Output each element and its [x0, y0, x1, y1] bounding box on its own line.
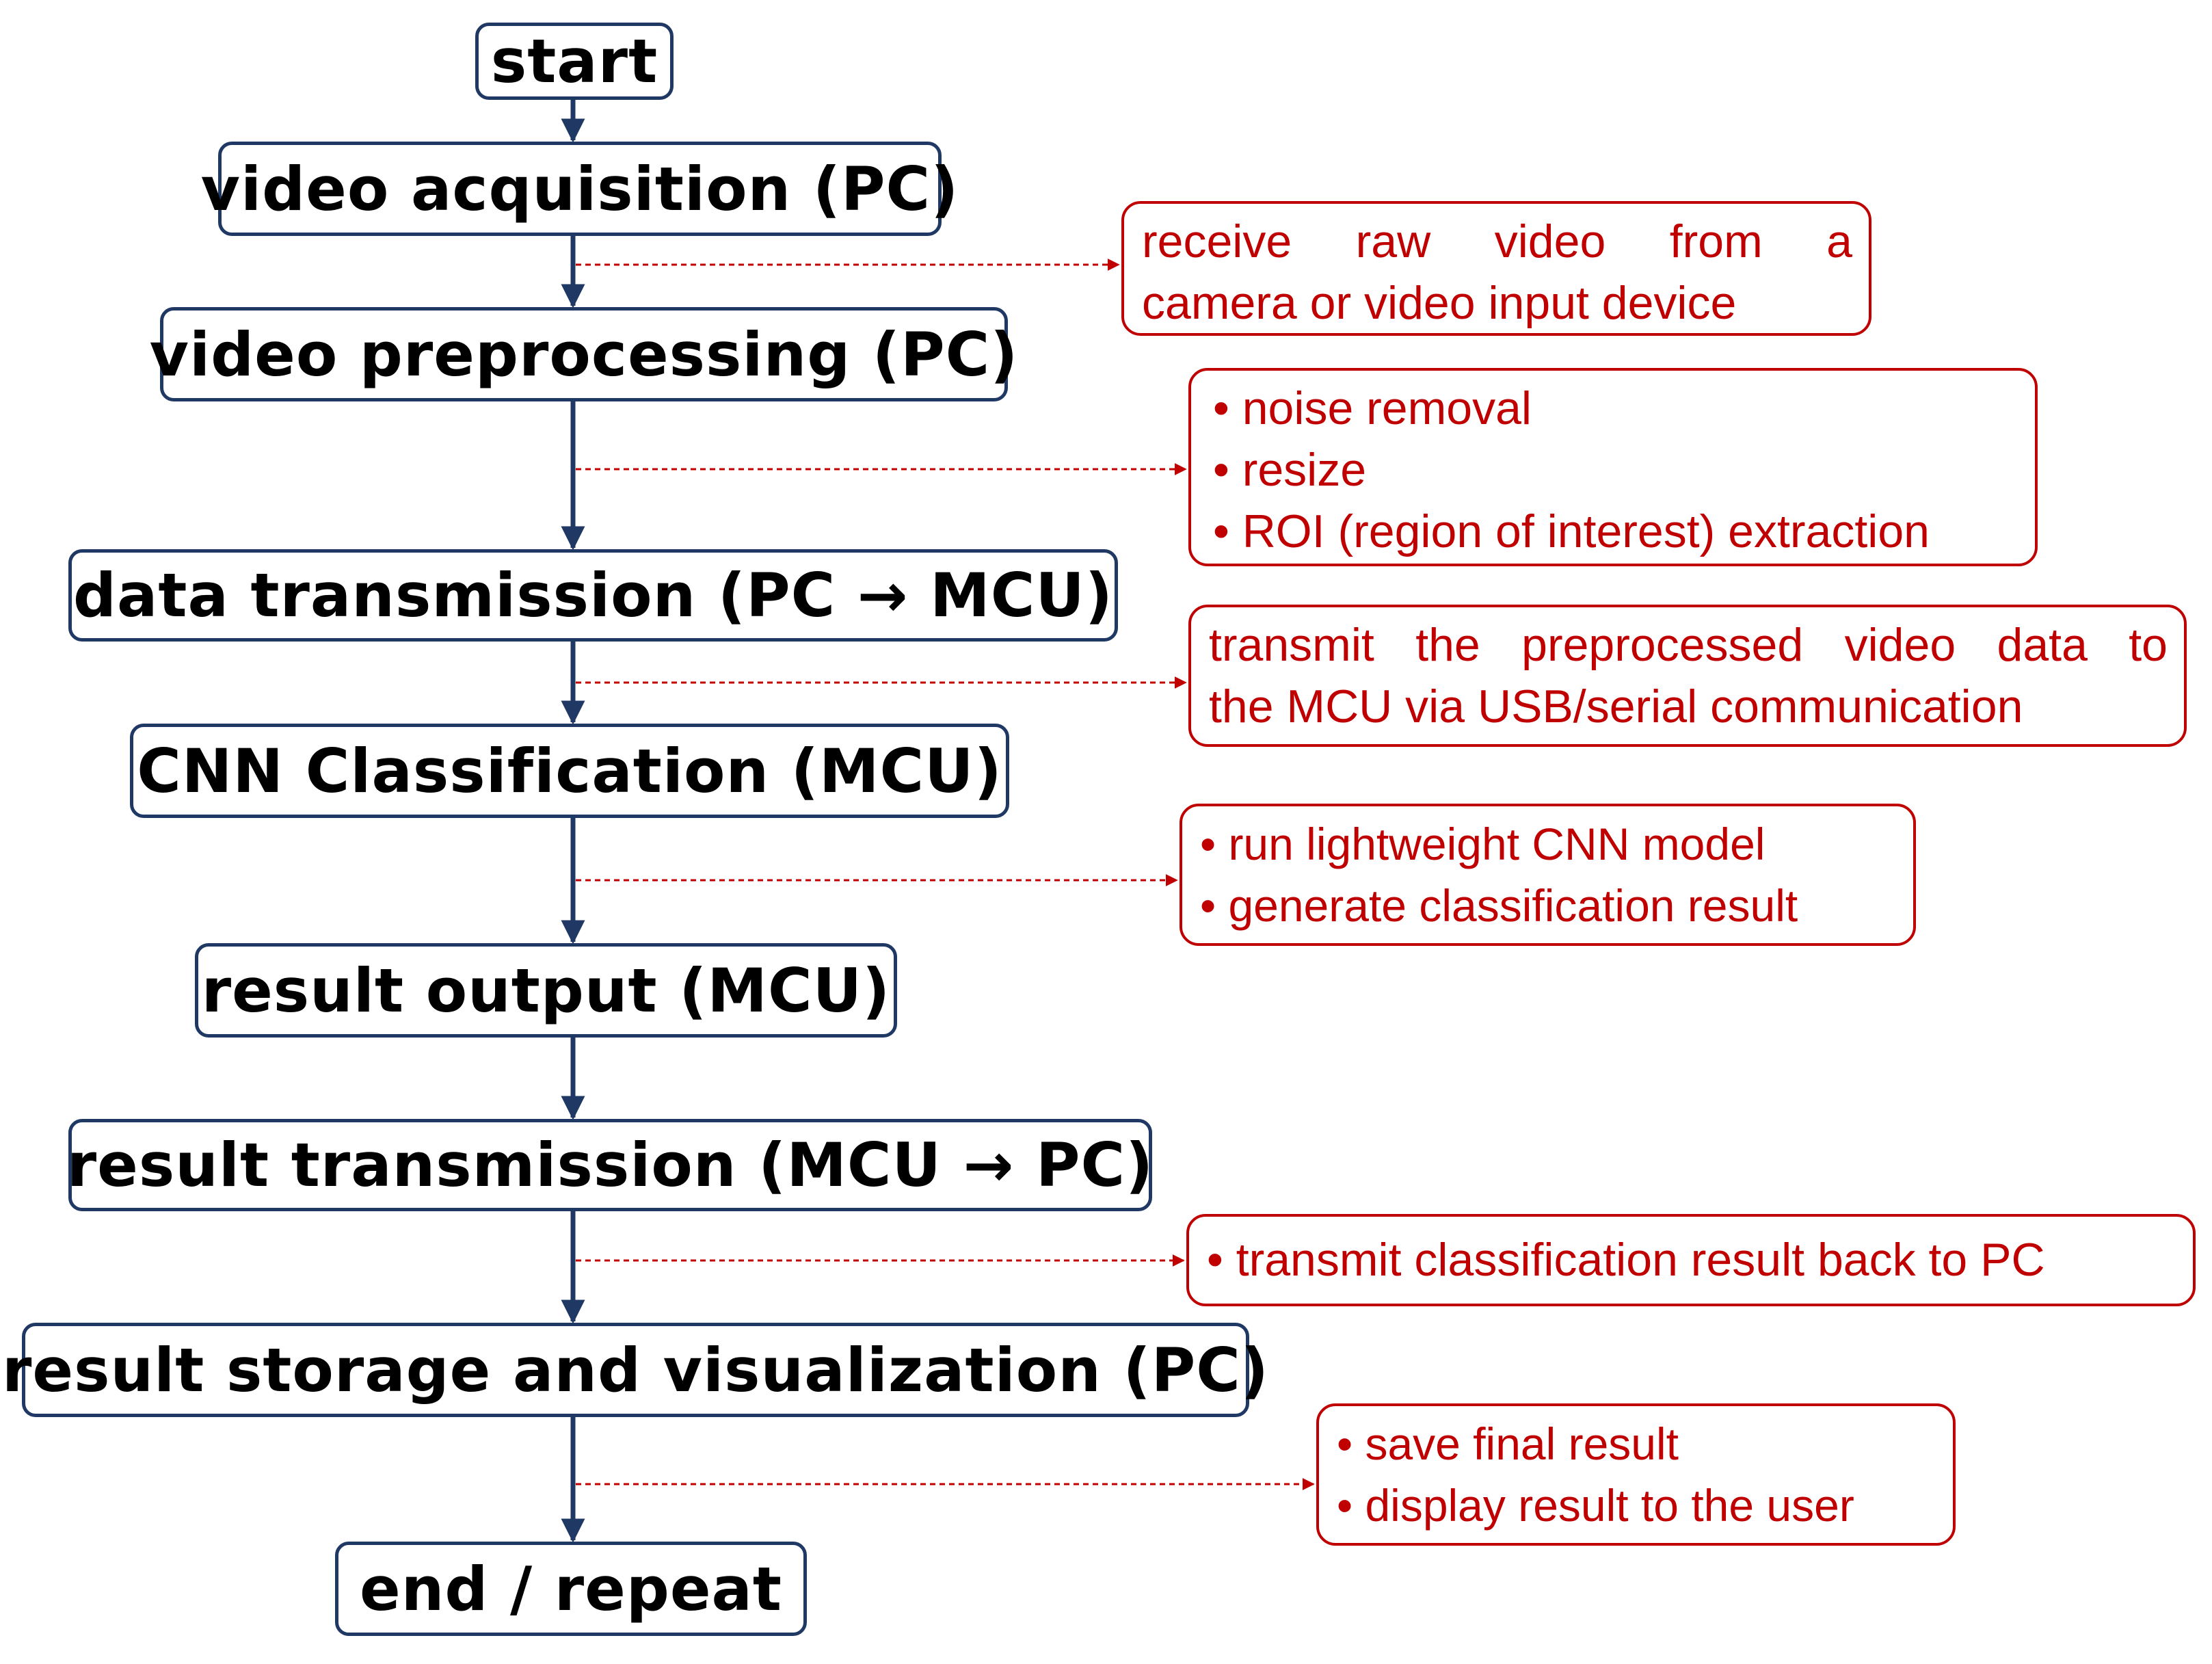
video-preprocessing-label: video preprocessing (PC): [149, 319, 1019, 390]
result-transmission-note: • transmit classification result back to…: [1186, 1214, 2196, 1306]
cnn-note: • run lightweight CNN model • generate c…: [1180, 804, 1916, 946]
data-transmission-label: data transmission (PC → MCU): [73, 560, 1113, 631]
preprocessing-note-line-2: • resize: [1213, 444, 1367, 496]
video-acquisition-label: video acquisition (PC): [200, 153, 959, 224]
result-output-label: result output (MCU): [201, 955, 891, 1026]
preprocessing-note-line-3: • ROI (region of interest) extraction: [1213, 505, 1930, 557]
transmission-note-line-2: the MCU via USB/serial communication: [1209, 681, 2023, 732]
result-storage-box: result storage and visualization (PC): [2, 1323, 1268, 1417]
start-label: start: [490, 26, 658, 96]
result-output-box: result output (MCU): [195, 943, 897, 1038]
storage-note: • save final result • display result to …: [1316, 1403, 1956, 1546]
acquisition-note-line-2: camera or video input device: [1142, 277, 1737, 329]
result-transmission-label: result transmission (MCU → PC): [66, 1130, 1154, 1200]
transmission-note-line-1: transmit the preprocessed video data to: [1209, 619, 2168, 671]
acquisition-note-line-1: receive raw video from a: [1142, 215, 1852, 267]
video-acquisition-box: video acquisition (PC): [201, 142, 958, 236]
cnn-note-line-2: • generate classification result: [1200, 880, 1798, 931]
storage-note-line-2: • display result to the user: [1337, 1480, 1854, 1531]
cnn-note-line-1: • run lightweight CNN model: [1200, 819, 1765, 869]
result-transmission-box: result transmission (MCU → PC): [66, 1119, 1154, 1211]
end-repeat-label: end / repeat: [360, 1553, 782, 1624]
start-box: start: [475, 23, 674, 100]
acquisition-note: receive raw video from a camera or video…: [1121, 201, 1871, 336]
video-preprocessing-box: video preprocessing (PC): [150, 307, 1017, 401]
cnn-classification-box: CNN Classification (MCU): [130, 724, 1009, 818]
end-repeat-box: end / repeat: [335, 1542, 807, 1636]
result-storage-label: result storage and visualization (PC): [2, 1334, 1269, 1405]
cnn-classification-label: CNN Classification (MCU): [137, 735, 1002, 806]
storage-note-line-1: • save final result: [1337, 1418, 1679, 1469]
transmission-note: transmit the preprocessed video data to …: [1188, 605, 2187, 747]
preprocessing-note-line-1: • noise removal: [1213, 382, 1532, 434]
data-transmission-box: data transmission (PC → MCU): [68, 549, 1118, 642]
preprocessing-note: • noise removal • resize • ROI (region o…: [1188, 368, 2038, 566]
result-transmission-note-line-1: • transmit classification result back to…: [1207, 1234, 2045, 1286]
